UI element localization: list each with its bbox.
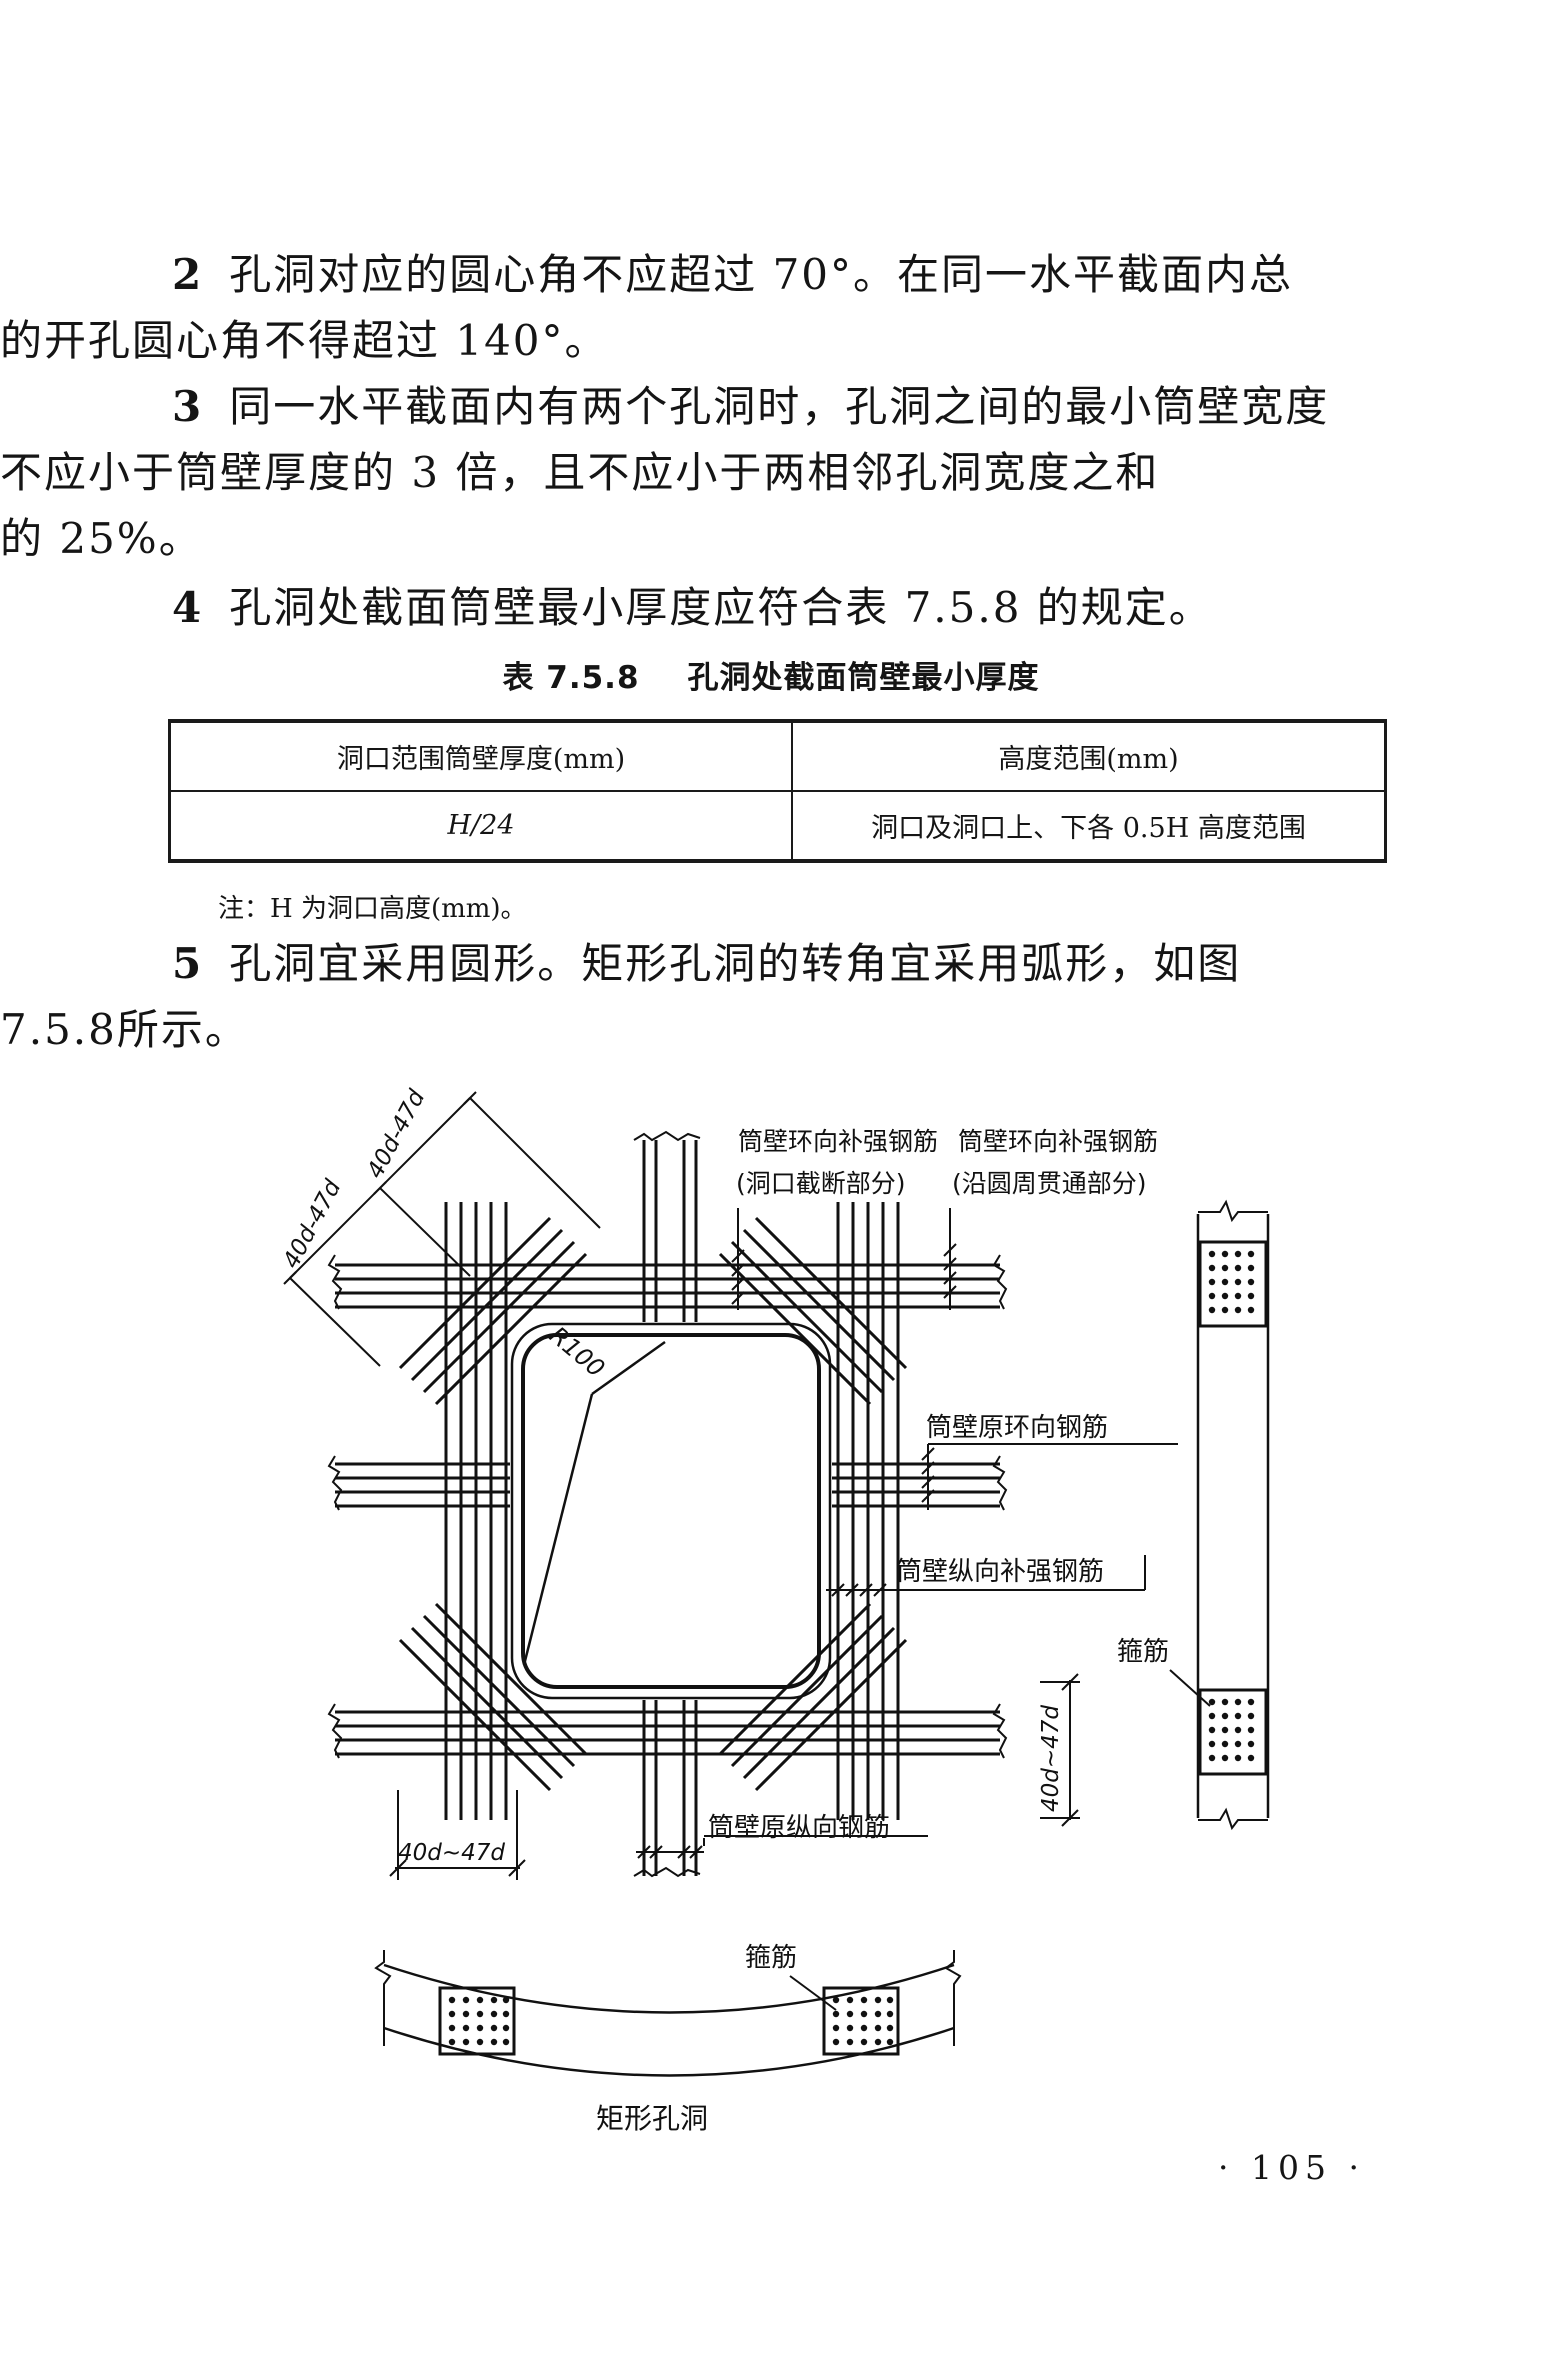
vertical-bars-right xyxy=(836,1202,900,1820)
paragraph-4: 4 孔洞处截面筒壁最小厚度应符合表 7.5.8 的规定。 xyxy=(172,575,1392,641)
paragraph-text: 不应小于筒壁厚度的 3 倍，且不应小于两相邻孔洞宽度之和 xyxy=(0,448,1160,497)
diagonal-bars-top-right xyxy=(718,1216,908,1406)
right-dimension xyxy=(1040,1673,1080,1827)
paragraph-number: 5 xyxy=(172,939,204,988)
label-dim-diag-1: 40d-47d xyxy=(278,1175,346,1272)
label-ring-reinf-through-sub: (沿圆周贯通部分) xyxy=(952,1169,1147,1198)
label-leaders xyxy=(731,1208,1178,1597)
paragraph-text: 7.5.8所示。 xyxy=(0,1005,249,1054)
diagonal-dimension xyxy=(283,1091,601,1367)
table-caption-number: 表 7.5.8 xyxy=(502,660,640,696)
paragraph-text: 孔洞宜采用圆形。矩形孔洞的转角宜采用弧形，如图 xyxy=(229,939,1242,988)
paragraph-5: 5 孔洞宜采用圆形。矩形孔洞的转角宜采用弧形，如图 7.5.8所示。 xyxy=(0,931,1392,1063)
side-section xyxy=(1169,1199,1270,1831)
label-ring-reinf-through: 筒壁环向补强钢筋 xyxy=(958,1127,1158,1156)
label-ring-reinf-cut: 筒壁环向补强钢筋 xyxy=(738,1127,938,1156)
label-dim-diag-2: 40d-47d xyxy=(362,1085,430,1182)
table-header-cell: 高度范围(mm) xyxy=(791,719,1387,792)
paragraph-number: 2 xyxy=(172,250,204,299)
label-dim-right: 40d~47d xyxy=(1038,1705,1064,1812)
opening-edge xyxy=(510,1322,832,1700)
paragraph-number: 4 xyxy=(172,583,204,632)
figure-caption: 矩形孔洞 xyxy=(596,2102,708,2135)
diagonal-bars-top-left xyxy=(398,1216,588,1406)
paragraph-number: 3 xyxy=(172,382,204,431)
label-stirrup-side: 箍筋 xyxy=(1117,1637,1169,1667)
label-orig-vert: 筒壁原纵向钢筋 xyxy=(708,1813,890,1843)
label-radius: R100 xyxy=(544,1321,610,1383)
horizontal-bars-top xyxy=(335,1263,1000,1309)
label-orig-ring: 筒壁原环向钢筋 xyxy=(926,1413,1108,1443)
table-cell: H/24 xyxy=(168,790,793,863)
bottom-dimension xyxy=(389,1790,526,1880)
paragraph-text: 孔洞对应的圆心角不应超过 70°。在同一水平截面内总 xyxy=(229,250,1294,299)
diagonal-bars-bottom-right xyxy=(718,1602,908,1792)
spec-table: 洞口范围筒壁厚度(mm) 高度范围(mm) H/24 洞口及洞口上、下各 0.5… xyxy=(168,719,1387,863)
page-number: · 105 · xyxy=(1218,2148,1365,2187)
paragraph-text: 孔洞处截面筒壁最小厚度应符合表 7.5.8 的规定。 xyxy=(229,583,1213,632)
label-vert-reinf: 筒壁纵向补强钢筋 xyxy=(896,1557,1104,1587)
orig-vert-ticks xyxy=(636,1835,928,1859)
radius-leader xyxy=(522,1340,666,1666)
label-stirrup-bottom: 箍筋 xyxy=(745,1943,797,1973)
vertical-bars-center xyxy=(642,1140,698,1876)
label-dim-bottom: 40d~47d xyxy=(398,1840,505,1866)
horizontal-bars-bottom xyxy=(335,1710,1000,1756)
paragraph-2: 2 孔洞对应的圆心角不应超过 70°。在同一水平截面内总 的开孔圆心角不得超过 1… xyxy=(0,242,1392,374)
diagonal-bars-bottom-left xyxy=(398,1602,588,1792)
table-header-cell: 洞口范围筒壁厚度(mm) xyxy=(168,719,793,792)
paragraph-text: 的 25%。 xyxy=(0,514,203,563)
table-caption: 表 7.5.8 孔洞处截面筒壁最小厚度 xyxy=(0,652,1542,697)
table-note: 注：H 为洞口高度(mm)。 xyxy=(218,894,527,924)
stirrup-dots xyxy=(448,1250,1255,2046)
table-cell: 洞口及洞口上、下各 0.5H 高度范围 xyxy=(791,790,1387,863)
horizontal-bars-middle xyxy=(335,1462,1000,1508)
table-caption-title: 孔洞处截面筒壁最小厚度 xyxy=(687,660,1040,696)
plan-section xyxy=(374,1950,962,2077)
table-row: H/24 洞口及洞口上、下各 0.5H 高度范围 xyxy=(168,790,1387,863)
label-ring-reinf-cut-sub: (洞口截断部分) xyxy=(736,1169,906,1198)
paragraph-text: 同一水平截面内有两个孔洞时，孔洞之间的最小筒壁宽度 xyxy=(229,382,1330,431)
opening-outline xyxy=(521,1333,821,1689)
paragraph-3: 3 同一水平截面内有两个孔洞时，孔洞之间的最小筒壁宽度 不应小于筒壁厚度的 3 倍… xyxy=(0,374,1392,572)
break-marks xyxy=(327,1130,1008,1878)
table-header-row: 洞口范围筒壁厚度(mm) 高度范围(mm) xyxy=(168,719,1387,792)
paragraph-text: 的开孔圆心角不得超过 140°。 xyxy=(0,316,609,365)
